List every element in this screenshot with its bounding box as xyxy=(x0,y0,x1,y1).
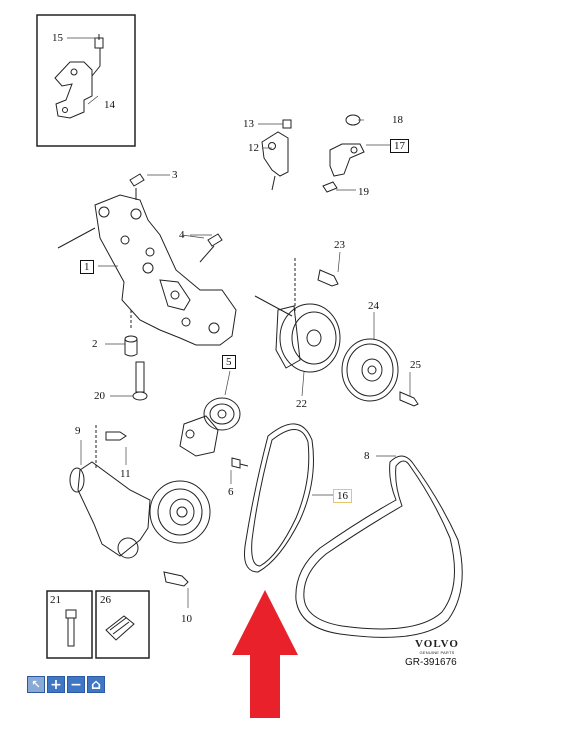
diagram-reference: GR-391676 xyxy=(405,657,457,668)
viewer-toolbar: ↖ + − ⌂ xyxy=(27,676,105,693)
callout-19: 19 xyxy=(358,186,369,198)
callout-24: 24 xyxy=(368,300,379,312)
belt-16 xyxy=(244,423,314,573)
callout-5: 5 xyxy=(222,355,236,369)
inset-box-26 xyxy=(95,590,150,659)
zoom-out-button[interactable]: − xyxy=(67,676,85,693)
callout-15: 15 xyxy=(52,32,63,44)
callout-14: 14 xyxy=(104,99,115,111)
bracket-14 xyxy=(54,34,104,119)
idler-pulley-5 xyxy=(179,397,249,469)
callout-18: 18 xyxy=(392,114,403,126)
bracket-12 xyxy=(261,119,292,191)
home-icon: ⌂ xyxy=(90,676,102,693)
callout-1: 1 xyxy=(80,260,94,274)
callout-23: 23 xyxy=(334,239,345,251)
callout-4: 4 xyxy=(179,229,185,241)
leader-lines xyxy=(67,37,411,608)
pointer-icon: ↖ xyxy=(31,678,41,691)
callout-22: 22 xyxy=(296,398,307,410)
bolt-21 xyxy=(65,609,77,647)
callout-26: 26 xyxy=(100,594,111,606)
brand-subtitle: GENUINE PARTS xyxy=(419,650,455,655)
brand-name: VOLVO xyxy=(415,638,459,650)
main-bracket-1 xyxy=(57,173,237,346)
callout-12: 12 xyxy=(248,142,259,154)
bracket-17 xyxy=(322,114,365,193)
red-arrow xyxy=(232,590,298,718)
callout-25: 25 xyxy=(410,359,421,371)
callout-21: 21 xyxy=(50,594,61,606)
callout-20: 20 xyxy=(94,390,105,402)
callout-9: 9 xyxy=(75,425,81,437)
water-pump-22 xyxy=(254,258,341,373)
inset-box-14-15 xyxy=(36,14,136,147)
callout-10: 10 xyxy=(181,613,192,625)
callout-13: 13 xyxy=(243,118,254,130)
callout-17: 17 xyxy=(390,139,409,153)
callout-6: 6 xyxy=(228,486,234,498)
callout-2: 2 xyxy=(92,338,98,350)
callout-11: 11 xyxy=(120,468,131,480)
pointer-button[interactable]: ↖ xyxy=(27,676,45,693)
sleeve-26 xyxy=(105,615,135,641)
pulley-24 xyxy=(341,338,419,407)
home-button[interactable]: ⌂ xyxy=(87,676,105,693)
callout-16: 16 xyxy=(333,489,352,503)
inset-box-21 xyxy=(46,590,93,659)
callout-3: 3 xyxy=(172,169,178,181)
volvo-logo: VOLVO GENUINE PARTS xyxy=(400,638,474,655)
callout-8: 8 xyxy=(364,450,370,462)
zoom-out-icon: − xyxy=(70,676,82,693)
belt-8 xyxy=(295,455,463,638)
zoom-in-button[interactable]: + xyxy=(47,676,65,693)
spacer-2 xyxy=(124,310,148,401)
zoom-in-icon: + xyxy=(50,676,62,693)
tensioner-assembly xyxy=(69,425,211,587)
